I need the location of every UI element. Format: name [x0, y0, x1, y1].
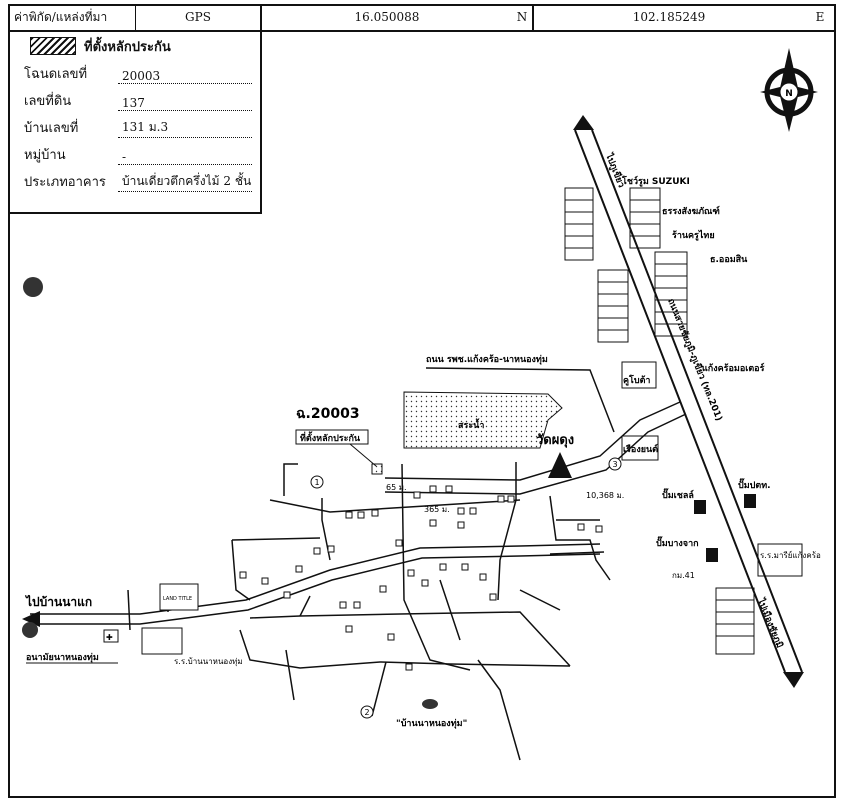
sign-box-text: LAND TITLE: [163, 596, 192, 602]
info-label: บ้านเลขที่: [24, 121, 79, 136]
west-arrow-icon: [22, 611, 40, 627]
info-value: 20003: [118, 69, 252, 84]
town-roads: [30, 462, 611, 761]
punch-hole: [23, 277, 43, 297]
longitude-value: 102.185249: [632, 10, 706, 24]
collateral-note: ที่ตั้งหลักประกัน: [300, 431, 361, 444]
showroom-label: โชว์รูม SUZUKI: [621, 175, 690, 187]
highway-201: [573, 115, 804, 688]
to-chaiyaphum-label: ไปเมืองชัยภูมิ: [755, 596, 786, 650]
pond-label: สระน้ำ: [458, 418, 484, 431]
marker-3: [608, 457, 622, 471]
legend-label: ที่ตั้งหลักประกัน: [84, 39, 171, 55]
latitude-dir: N: [512, 4, 534, 30]
info-label: โฉนดเลขที่: [24, 67, 88, 82]
punch-hole: [22, 622, 38, 638]
thai-shop-label: ร้านครูไทย: [672, 229, 715, 241]
houses: [239, 485, 603, 671]
legend: ที่ตั้งหลักประกัน: [8, 32, 260, 60]
distance-10368: 10,368 ม.: [586, 491, 624, 500]
compass-icon: N: [760, 48, 818, 132]
school-label: ร.ร.บ้านนาหนองทุ่ม: [174, 657, 243, 666]
km41-label: กม.41: [672, 571, 695, 580]
deed-note: ฉ.20003: [296, 406, 360, 422]
health-center-label: อนามัยนาหนองทุ่ม: [26, 652, 99, 663]
info-label: เลขที่ดิน: [24, 94, 72, 109]
pointer-line: [349, 443, 377, 467]
shop-rows: [564, 187, 803, 655]
collateral-note-box: [295, 429, 369, 445]
main-road: [384, 401, 687, 495]
marker-2: [360, 705, 374, 719]
temple-label: วัดผดุง: [536, 433, 574, 448]
longitude-dir: E: [815, 10, 825, 24]
info-row-house: บ้านเลขที่ 131 ม.3: [8, 114, 260, 141]
temple-icon: [548, 452, 572, 478]
gas-bangchak-label: ปั๊มบางจาก: [656, 536, 699, 549]
motor-shop-label: แก้งคร้อมอเตอร์: [702, 362, 765, 374]
info-label: หมู่บ้าน: [24, 148, 66, 163]
marker-1-label: 1: [314, 478, 319, 487]
gas-station-icon: [694, 494, 756, 562]
kubota-label: คูโบต้า: [623, 374, 650, 386]
property-info: ที่ตั้งหลักประกัน โฉนดเลขที่ 20003 เลขที่…: [8, 32, 262, 214]
gps-header: ค่าพิกัด/แหล่งที่มา GPS 16.050088 N 102.…: [8, 4, 836, 32]
hatch-swatch: [30, 37, 76, 55]
to-ban-na-label: ไปบ้านนาแก: [24, 594, 92, 609]
info-row-village: หมู่บ้าน -: [8, 141, 260, 168]
info-row-deed: โฉนดเลขที่ 20003: [8, 60, 260, 87]
sign-box: [159, 583, 199, 611]
hospital-road-label: ถนน รพช.แก้งคร้อ-นาหนองทุ่ม: [426, 354, 548, 365]
health-cross: ✚: [106, 633, 113, 642]
gas-ptt-label: ปั๊มปตท.: [738, 478, 771, 491]
info-row-building: ประเภทอาคาร บ้านเดี่ยวตึกครึ่งไม้ 2 ชั้น: [8, 168, 260, 195]
pond: [403, 391, 563, 449]
school-mary-label: ร.ร.มารีย์แก้งคร้อ: [760, 550, 821, 560]
gas-shell-label: ปั๊มเชลล์: [662, 488, 694, 501]
health-center-icon: [103, 629, 119, 643]
info-value: 137: [118, 96, 252, 111]
furniture-label: ธรรงสังฆภัณฑ์: [662, 205, 720, 217]
savings-bank-label: ธ.ออมสิน: [710, 254, 748, 265]
village-icon: [422, 699, 438, 709]
marker-1: [310, 475, 324, 489]
info-value: 131 ม.3: [118, 118, 252, 138]
distance-365: 365 ม.: [424, 505, 450, 514]
info-value: บ้านเดี่ยวตึกครึ่งไม้ 2 ชั้น: [118, 172, 252, 192]
marker-3-label: 3: [612, 460, 617, 469]
map-frame: [8, 4, 836, 798]
latitude-value: 16.050088: [354, 10, 420, 24]
hospital-road: [425, 367, 615, 433]
highway-label: ถนนสายชัยภูมิ-ภูเขียว (ทล.201): [665, 297, 724, 423]
gps-source: GPS: [136, 4, 262, 30]
marker-2-label: 2: [364, 708, 369, 717]
compass-letter: N: [785, 89, 793, 99]
village-label: "บ้านนาหนองทุ่ม": [396, 718, 467, 729]
school-building: [141, 627, 183, 655]
distance-65: 65 ม.: [386, 483, 407, 492]
info-row-land: เลขที่ดิน 137: [8, 87, 260, 114]
info-label: ประเภทอาคาร: [24, 175, 106, 190]
info-value: -: [118, 150, 252, 165]
location-label: ค่าพิกัด/แหล่งที่มา: [8, 4, 136, 30]
collateral-marker: [371, 463, 383, 475]
